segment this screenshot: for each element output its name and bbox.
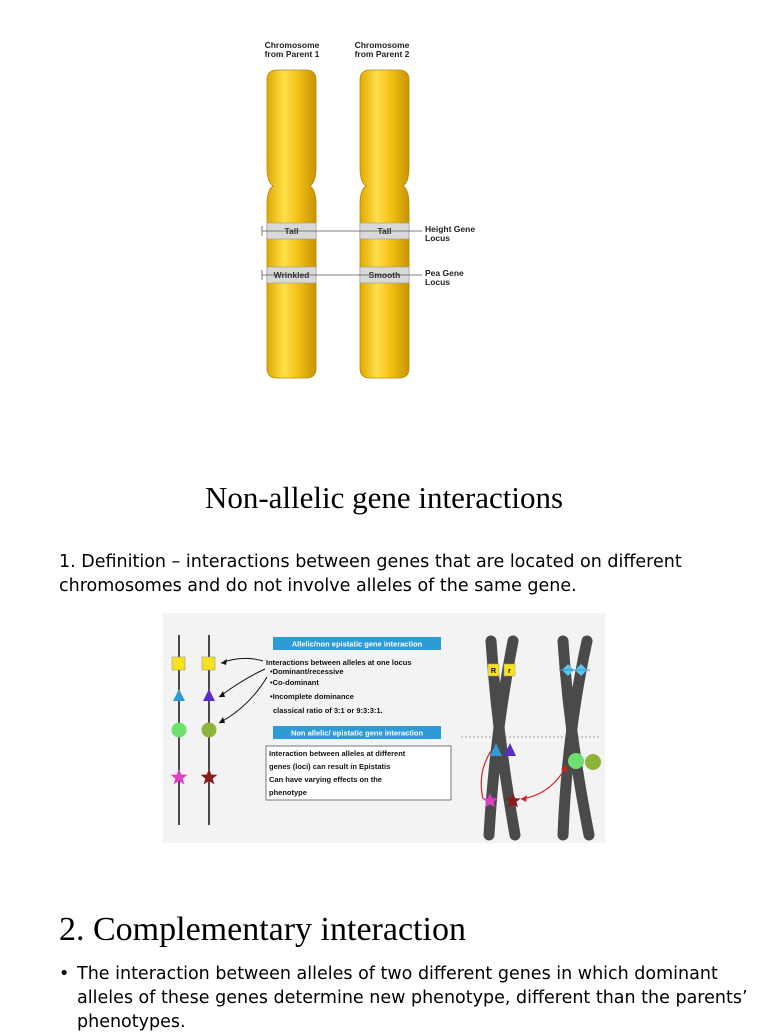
allelic-line-5: classical ratio of 3:1 or 9:3:3:1.: [273, 706, 383, 715]
parent2-label: Chromosome from Parent 2: [354, 40, 410, 59]
allele-box-R: [487, 663, 500, 677]
allelic-header: Allelic/non epistatic gene interaction: [292, 640, 423, 649]
allelic-line-1: Interactions between alleles at one locu…: [266, 658, 411, 667]
slide-title: Non-allelic gene interactions: [204, 480, 564, 515]
parent1-label: Chromosome from Parent 1: [264, 40, 320, 59]
chromosome-red-star: [505, 793, 521, 808]
nonallelic-line-4: phenotype: [269, 788, 307, 797]
nonallelic-header-box: [273, 726, 441, 739]
band-label-right-top: Tall: [377, 226, 391, 236]
height-locus-label: Height Gene Locus: [425, 224, 476, 243]
purple-triangle: [203, 689, 215, 701]
light-green-circle: [171, 722, 187, 738]
nonallelic-text-box: [265, 745, 452, 801]
allelic-line-3: •Co-dominant: [270, 678, 319, 687]
band-label-right-bottom: Smooth: [369, 270, 401, 280]
chromosome-pink-star: [482, 793, 498, 808]
pea-locus-label: Pea Gene Locus: [425, 268, 464, 287]
nonallelic-line-2: genes (loci) can result in Epistatis: [269, 762, 390, 771]
bullet-dot-icon: •: [59, 964, 70, 984]
allelic-header-box: [273, 637, 441, 650]
chromosome-purple-triangle: [504, 743, 516, 756]
gene-interaction-figure: Allelic/non epistatic gene interaction I…: [163, 613, 605, 843]
x-chromosome-right-arm-b: [557, 635, 593, 841]
x-chromosome-left-arm-b: [483, 635, 519, 841]
definition-text: 1. Definition – interactions between gen…: [59, 552, 682, 596]
blue-triangle: [173, 689, 185, 701]
band-label-left-bottom: Wrinkled: [274, 270, 310, 280]
allele-label-r: r: [508, 666, 511, 675]
section-title: 2. Complementary interaction: [59, 911, 466, 948]
nonallelic-line-3: Can have varying effects on the: [269, 775, 382, 784]
chromosome-pair-figure: Tall Tall Wrinkled Smooth: [261, 69, 422, 379]
olive-green-circle: [201, 722, 217, 738]
chromosome-green-circle: [568, 753, 584, 769]
allelic-line-2: •Dominant/recessive: [270, 667, 344, 676]
dark-red-star: [200, 769, 218, 785]
yellow-square-left: [171, 656, 186, 671]
allelic-line-4: •Incomplete dominance: [270, 692, 354, 701]
bullet-item: • The interaction between alleles of two…: [59, 962, 749, 1034]
gene-interaction-diagram: Allelic/non epistatic gene interaction I…: [170, 635, 601, 841]
allele-box-r: [503, 663, 516, 677]
pink-star: [170, 769, 188, 785]
nonallelic-line-1: Interaction between alleles at different: [269, 749, 406, 758]
bullet-text: The interaction between alleles of two d…: [77, 964, 748, 1032]
chromosome-olive-circle: [585, 754, 601, 770]
nonallelic-header: Non allelic/ epistatic gene interaction: [291, 729, 424, 738]
chromosome-blue-triangle: [490, 743, 502, 756]
allele-label-R: R: [491, 666, 497, 675]
yellow-square-right: [201, 656, 216, 671]
band-label-left-top: Tall: [284, 226, 298, 236]
